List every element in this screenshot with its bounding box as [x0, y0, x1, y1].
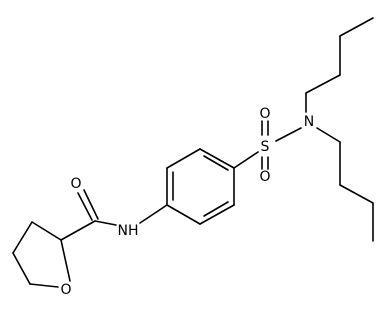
bond-thf-c4-c5 [12, 252, 31, 285]
bond-ring-6-1 [166, 204, 201, 225]
bond-nh-ring [139, 204, 168, 224]
bond-carbonyl-nh [94, 220, 117, 226]
bond-carbonyl-double-a [77, 192, 93, 221]
atom-label-layer: O NH S O O N O [60, 106, 314, 298]
bond-n-butyl2-c1 [316, 127, 341, 143]
bond-c2-carbonyl [60, 220, 96, 241]
sulfonamide-nitrogen-label: N [304, 114, 314, 130]
bond-layer [12, 17, 374, 288]
bond-thf-c5-o [29, 283, 59, 288]
bond-ring-inner-c [203, 201, 229, 217]
bond-thf-c2-c3 [31, 221, 62, 241]
amide-nitrogen-label: NH [118, 223, 139, 239]
bond-carbonyl-double-b [83, 189, 99, 220]
sulfonyl-oxygen-bottom-label: O [259, 169, 270, 185]
bond-ring-sulfur [233, 151, 259, 169]
amide-oxygen-label: O [70, 176, 81, 192]
ring-oxygen-label: O [60, 282, 71, 298]
bond-ring-inner-b [203, 155, 229, 171]
sulfur-label: S [261, 139, 270, 155]
bond-butyl1-c1-c2 [305, 74, 341, 94]
bond-thf-c3-c4 [12, 221, 33, 254]
bond-butyl1-c3-c4 [339, 17, 374, 37]
bond-ring-5-6 [199, 204, 235, 225]
sulfonyl-oxygen-top-label: O [259, 106, 270, 122]
bond-thf-o-c2 [60, 239, 71, 282]
bond-ring-2-3 [166, 148, 201, 169]
bond-butyl2-c2-c3 [339, 184, 374, 204]
bond-ring-3-4 [199, 148, 235, 169]
bond-s-n [275, 127, 302, 142]
